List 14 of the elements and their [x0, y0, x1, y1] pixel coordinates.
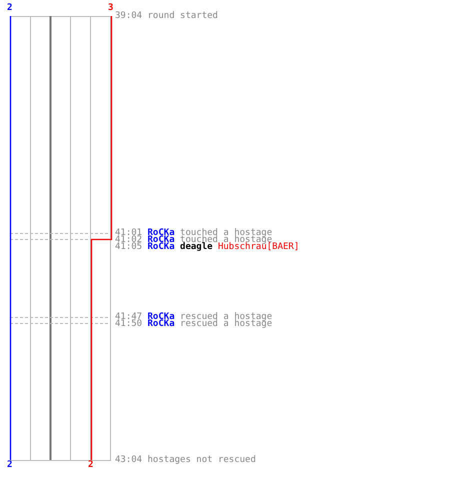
score-label: 2	[7, 461, 12, 470]
event-time: 43:04	[115, 455, 142, 465]
score-label: 3	[108, 4, 114, 13]
event-text: round started	[148, 11, 218, 21]
player-name: RoCKa	[148, 242, 175, 252]
score-label: 2	[7, 4, 12, 13]
score-label: 2	[88, 461, 94, 470]
player-name: RoCKa	[148, 319, 175, 329]
event-text: hostages not rescued	[148, 455, 256, 465]
weapon-name: deagle	[180, 242, 213, 252]
event-time: 39:04	[115, 11, 142, 21]
event-time: 41:50	[115, 319, 142, 329]
event-time: 41:05	[115, 242, 142, 252]
event-text: rescued a hostage	[180, 319, 272, 329]
